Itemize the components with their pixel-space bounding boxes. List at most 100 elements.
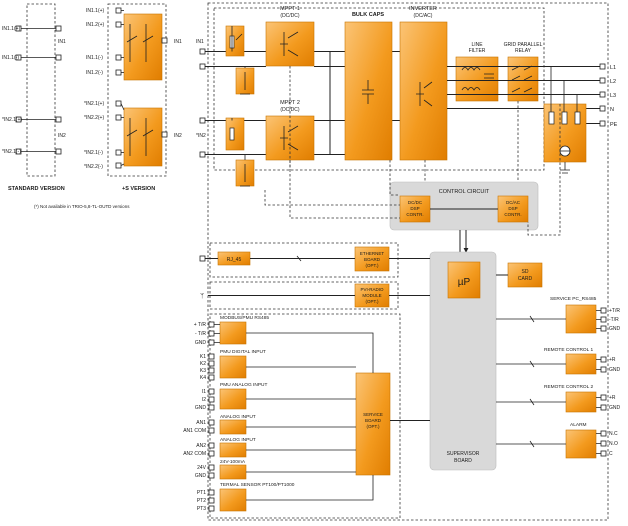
service-pin-1-1: K2 (200, 361, 206, 367)
right-title-3: ALARM (570, 422, 587, 428)
service-pin-0-1: - T/R (195, 331, 206, 337)
service-board: SERVICE BOARD (OPT.) (355, 372, 430, 476)
service-title-3: ANALOG INPUT (220, 414, 256, 420)
microprocessor-block (447, 261, 481, 299)
output-l3: L3 (610, 93, 616, 99)
service-item-pt100: TERMAL SENSOR PT100/PT1000 PT1 PT2 PT3 (197, 475, 374, 512)
supervisor-board: µP SUPERVISOR BOARD (429, 251, 497, 471)
dcdc-line2: DSP (410, 206, 419, 211)
output-protection (543, 66, 587, 174)
std-in2-label: IN2 (58, 133, 66, 139)
inverter-enclosure (207, 2, 609, 521)
antenna-icon: ᛘ (200, 292, 204, 300)
right-pin-1-0: +R (609, 357, 616, 363)
output-l1: L1 (610, 65, 616, 71)
service-pin-6-2: PT3 (197, 506, 206, 512)
mppt1-label: MPPT 1 (280, 6, 300, 12)
s-in2-2-plus-label: *IN2.2(+) (84, 115, 104, 121)
right-pin-2-0: +R (609, 395, 616, 401)
inverter-label: INVERTER (409, 6, 437, 12)
sd-card-line2: CARD (518, 276, 533, 282)
dcdc-line3: CONTR. (406, 212, 423, 217)
radio-line1: PVI-RADIO (360, 287, 384, 292)
bulk-caps-block: BULK CAPS (344, 12, 393, 161)
service-pin-6-0: PT1 (197, 490, 206, 496)
s-version-frame (107, 3, 167, 177)
dcdc-line1: DC/DC (408, 200, 423, 205)
s-in2-1-plus-label: *IN2.1(+) (84, 101, 104, 107)
service-pin-2-1: I2 (202, 397, 206, 403)
mppt1-block: MPPT 1 (DC/DC) (265, 6, 315, 67)
service-item-24v: 24V-100mA 24V GND (195, 459, 356, 480)
right-title-0: SERVICE PC_RS485 (550, 296, 597, 302)
ethernet-board: RJ_45 ETHERNET BOARD (OPT.) (199, 246, 430, 272)
availability-note: (*) Not available in TRIO-5,8-TL-OUTD ve… (34, 204, 130, 209)
service-title-1: PMU DIGITAL INPUT (220, 349, 266, 355)
relay-label-1: GRID PARALLEL (504, 42, 543, 48)
s-version-panel: IN1.1(+) IN1.2(+) IN1.1(-) IN1.2(-) IN1 … (84, 3, 182, 192)
relay-label-2: RELAY (515, 48, 532, 54)
in1-terminals: IN1 *IN2 (196, 39, 206, 158)
radio-line2: MODULE (362, 293, 381, 298)
line-filter-label-1: LINE (471, 42, 483, 48)
standard-version-frame (26, 3, 56, 177)
line-filter-label-2: FILTER (469, 48, 486, 54)
service-pin-1-3: K4 (200, 375, 206, 381)
input-protection (225, 25, 255, 187)
service-title-2: PMU ANALOG INPUT (220, 382, 268, 388)
grid-relay-block: GRID PARALLEL RELAY (504, 42, 543, 102)
std-in2-minus: *IN2.1(-) (2, 148, 62, 155)
right-pin-0-1: -T/R (609, 317, 619, 323)
in2-label: *IN2 (196, 133, 206, 139)
std-in1-plus: IN1.1(+) (2, 25, 62, 32)
ethernet-frame (209, 242, 399, 278)
s-in1-2-plus-label: IN1.2(+) (86, 22, 105, 28)
std-in1-plus-label: IN1.1(+) (2, 26, 21, 32)
s-version-label: +S VERSION (122, 186, 155, 192)
service-board-line2: BOARD (365, 418, 382, 423)
service-board-line3: (OPT.) (367, 424, 381, 429)
control-circuit: CONTROL CIRCUIT DC/DC DSP CONTR. DC/AC D… (389, 181, 539, 231)
service-item-modbus: MODBUS/PMU RS485 + T/R - T/R GND (194, 315, 374, 373)
right-item-remote-2: REMOTE CONTROL 2 +R GND (496, 384, 621, 413)
std-in2-plus: *IN2.1(+) (2, 116, 62, 123)
s-in1-2-minus-label: IN1.2(-) (86, 70, 103, 76)
service-pin-1-0: K1 (200, 354, 206, 360)
right-title-2: REMOTE CONTROL 2 (544, 384, 593, 390)
service-pin-4-0: AN2 (196, 443, 206, 449)
standard-version-label: STANDARD VERSION (8, 186, 65, 192)
service-pin-6-1: PT2 (197, 498, 206, 504)
s-in1-terminals: IN1.1(+) IN1.2(+) IN1.1(-) IN1.2(-) IN1 (86, 7, 182, 76)
ac-output-terminals: L1 L2 L3 N PE (599, 63, 618, 128)
control-circuit-label: CONTROL CIRCUIT (439, 189, 490, 195)
standard-version-panel: IN1.1(+) IN1.1(-) IN1 *IN2.1(+) *IN2.1(-… (2, 3, 66, 192)
rj45-label: RJ_45 (227, 257, 242, 263)
right-item-service-pc: SERVICE PC_RS485 +T/R -T/R GND (496, 296, 621, 334)
service-pin-5-1: GND (195, 473, 207, 479)
service-item-analog-2: ANALOG INPUT AN2 AN2 COM (183, 437, 356, 458)
sd-card-line1: SD (522, 269, 529, 275)
service-title-4: ANALOG INPUT (220, 437, 256, 443)
sd-card-block: SD CARD (496, 262, 543, 288)
service-item-analog-1: ANALOG INPUT AN1 AN1 COM (183, 414, 356, 435)
right-pin-1-1: GND (609, 367, 621, 373)
right-pin-0-0: +T/R (609, 308, 620, 314)
service-pin-2-2: GND (195, 405, 207, 411)
ethernet-line2: BOARD (364, 257, 381, 262)
right-title-1: REMOTE CONTROL 1 (544, 347, 593, 353)
s-in1-group-label: IN1 (174, 39, 182, 45)
right-item-remote-1: REMOTE CONTROL 1 +R GND (496, 347, 621, 375)
service-title-0: MODBUS/PMU RS485 (220, 315, 269, 321)
pvi-radio-module: ᛘ PVI-RADIO MODULE (OPT.) (200, 283, 430, 308)
service-title-5: 24V-100mA (220, 459, 246, 465)
s-in1-1-minus-label: IN1.1(-) (86, 55, 103, 61)
dcdc-dsp-block (399, 195, 431, 223)
service-pin-5-0: 24V (197, 465, 207, 471)
dcac-line1: DC/AC (506, 200, 521, 205)
output-n: N (610, 107, 614, 113)
service-pin-0-2: GND (195, 340, 207, 346)
in1-label: IN1 (196, 39, 204, 45)
mppt1-sub: (DC/DC) (280, 13, 299, 19)
s-in2-1-minus-label: *IN2.1(-) (84, 150, 103, 156)
